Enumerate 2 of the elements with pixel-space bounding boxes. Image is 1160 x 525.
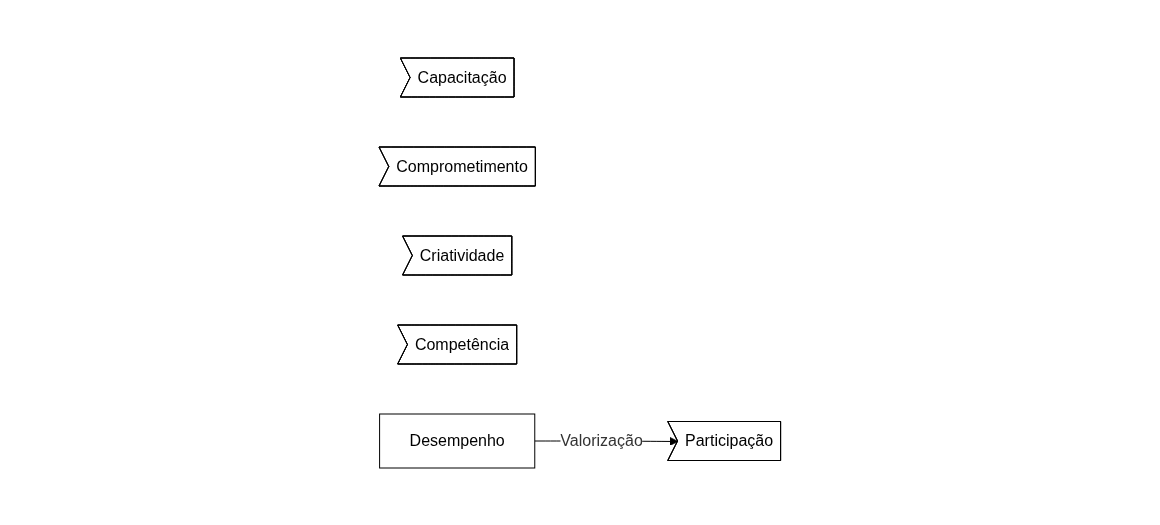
node-box: Desempenho	[379, 413, 536, 468]
edge-label: Valorização	[560, 431, 643, 449]
